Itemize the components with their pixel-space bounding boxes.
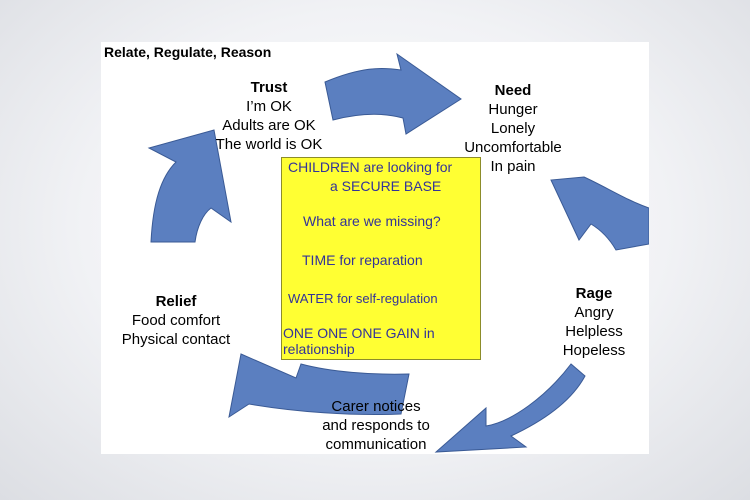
box-line: CHILDREN are looking for — [288, 159, 453, 175]
stage-trust-line: The world is OK — [215, 136, 323, 153]
arrow-rage-to-carer — [434, 363, 586, 453]
stage-need: Need Hunger Lonely Uncomfortable In pain — [453, 81, 573, 176]
stage-carer-line: and responds to — [322, 417, 430, 434]
stage-need-line: Uncomfortable — [464, 139, 562, 156]
stage-carer-line: Carer notices — [331, 398, 421, 415]
stage-rage: Rage Angry Helpless Hopeless — [547, 284, 641, 360]
box-line: WATER for self-regulation — [288, 291, 438, 306]
box-line: ONE ONE ONE GAIN in — [283, 325, 435, 341]
stage-rage-line: Angry — [574, 304, 614, 321]
arrow-trust-to-need — [324, 52, 462, 135]
stage-trust-heading: Trust — [250, 79, 288, 96]
stage-relief: Relief Food comfort Physical contact — [106, 292, 246, 349]
arrow-carer-to-relief — [228, 353, 410, 419]
stage-need-line: Lonely — [490, 120, 536, 137]
stage-trust: Trust I’m OK Adults are OK The world is … — [189, 78, 349, 154]
stage-rage-line: Helpless — [565, 323, 623, 340]
stage-relief-line: Physical contact — [121, 331, 231, 348]
cycle-arrows — [147, 52, 649, 453]
stage-relief-line: Food comfort — [131, 312, 221, 329]
stage-relief-heading: Relief — [155, 293, 197, 310]
stage-carer-line: communication — [325, 436, 427, 453]
stage-carer: Carer notices and responds to communicat… — [301, 397, 451, 454]
box-line: a SECURE BASE — [330, 178, 442, 194]
stage-need-line: Hunger — [488, 101, 538, 118]
secure-base-box: CHILDREN are looking for a SECURE BASE W… — [281, 157, 481, 360]
arrow-relief-to-trust — [147, 129, 232, 243]
stage-need-heading: Need — [494, 82, 532, 99]
slide-title: Relate, Regulate, Reason — [104, 44, 272, 60]
slide: Relate, Regulate, Reason Trust I’m OK Ad… — [101, 42, 649, 454]
box-line: relationship — [283, 341, 355, 357]
stage-trust-line: Adults are OK — [222, 117, 316, 134]
stage-rage-heading: Rage — [575, 285, 613, 302]
stage-rage-line: Hopeless — [562, 342, 626, 359]
stage-need-line: In pain — [490, 158, 536, 175]
stage-trust-line: I’m OK — [246, 98, 292, 115]
box-line: What are we missing? — [303, 213, 441, 229]
arrow-need-to-rage — [550, 176, 649, 251]
box-line: TIME for reparation — [302, 252, 423, 268]
